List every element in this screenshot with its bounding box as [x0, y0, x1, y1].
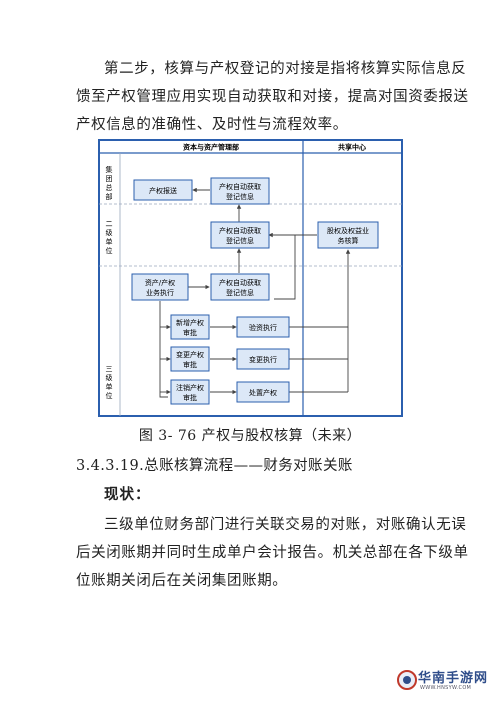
svg-text:产权自动获取: 产权自动获取: [219, 182, 261, 191]
status-label: 现状：: [104, 486, 151, 503]
watermark-icon: [397, 670, 417, 690]
svg-text:验资执行: 验资执行: [249, 323, 277, 332]
svg-text:股权及权益业: 股权及权益业: [327, 226, 369, 235]
box-auto-fetch-level3: 产权自动获取 登记信息: [210, 273, 270, 301]
svg-text:处置产权: 处置产权: [249, 388, 277, 397]
body-line-3: 位账期关闭后在关闭集团账期。: [76, 573, 288, 589]
svg-text:登记信息: 登记信息: [226, 288, 254, 297]
row-label-level3: 三级单位: [106, 365, 113, 400]
box-disposal: 处置产权: [236, 381, 290, 403]
svg-text:新增产权: 新增产权: [176, 318, 204, 327]
box-auto-fetch-level2: 产权自动获取 登记信息: [210, 221, 270, 249]
svg-text:注销产权: 注销产权: [176, 383, 204, 392]
box-asset-business: 资产/产权 业务执行: [131, 273, 189, 301]
box-equity-accounting: 股权及权益业 务核算: [317, 221, 379, 249]
box-change-approval: 变更产权 审批: [170, 346, 210, 372]
header-left-label: 资本与资产管理部: [183, 143, 239, 152]
section-heading: 3.4.3.19.总账核算流程——财务对账关账: [76, 458, 353, 474]
box-auto-fetch-hq: 产权自动获取 登记信息: [210, 177, 270, 205]
svg-text:产权自动获取: 产权自动获取: [219, 226, 261, 235]
svg-text:产权自动获取: 产权自动获取: [219, 278, 261, 287]
box-equity-report: 产权报送: [133, 179, 193, 201]
watermark-logo: 华南手游网 WWW.HNSYW.COM: [396, 665, 492, 695]
row-label-hq: 集团总部: [106, 165, 113, 201]
body-line-2: 后关闭账期并同时生成单户会计报告。机关总部在各下级单: [76, 545, 469, 561]
intro-line-1: 第二步，核算与产权登记的对接是指将核算实际信息反: [104, 61, 467, 77]
intro-line-3: 产权信息的准确性、及时性与流程效率。: [76, 117, 348, 133]
svg-text:审批: 审批: [183, 393, 197, 402]
svg-text:变更执行: 变更执行: [249, 355, 277, 364]
figure-caption: 图 3- 76 产权与股权核算（未来）: [138, 428, 362, 444]
equity-accounting-flow-diagram: 资本与资产管理部 共享中心 集团总部 二级单位 三级单位: [98, 139, 403, 417]
svg-text:务核算: 务核算: [338, 236, 359, 245]
svg-text:审批: 审批: [183, 328, 197, 337]
header-right-label: 共享中心: [338, 143, 366, 152]
box-change-exec: 变更执行: [236, 348, 290, 370]
svg-text:变更产权: 变更产权: [176, 350, 204, 359]
svg-text:登记信息: 登记信息: [226, 192, 254, 201]
svg-text:产权报送: 产权报送: [149, 186, 177, 195]
body-line-1: 三级单位财务部门进行关联交易的对账，对账确认无误: [104, 517, 467, 533]
watermark-url: WWW.HNSYW.COM: [420, 685, 472, 691]
intro-line-2: 馈至产权管理应用实现自动获取和对接，提高对国资委报送: [76, 89, 469, 105]
svg-text:登记信息: 登记信息: [226, 236, 254, 245]
box-capital-verify: 验资执行: [236, 316, 290, 338]
watermark-name: 华南手游网: [418, 671, 489, 686]
row-label-level2: 二级单位: [106, 220, 113, 255]
box-new-approval: 新增产权 审批: [170, 314, 210, 340]
svg-text:资产/产权: 资产/产权: [145, 278, 175, 287]
svg-text:业务执行: 业务执行: [146, 288, 174, 297]
box-cancel-approval: 注销产权 审批: [170, 379, 210, 405]
svg-text:审批: 审批: [183, 360, 197, 369]
